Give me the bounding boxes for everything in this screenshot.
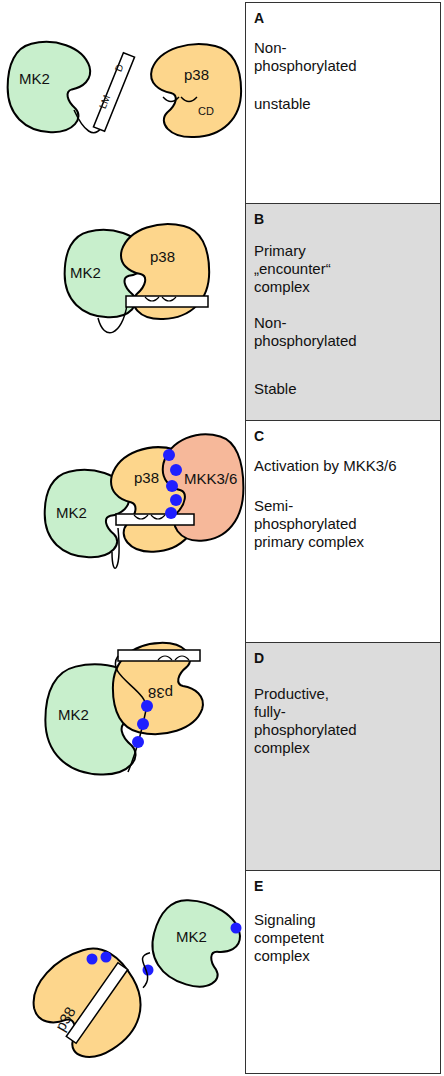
protein-label: MK2 — [58, 706, 89, 724]
protein-body — [163, 434, 244, 540]
panel-letter: B — [254, 210, 264, 228]
state-description: Productive, fully-phosphorylated complex — [254, 685, 364, 757]
panel-letter: A — [254, 9, 264, 27]
protein-label: p38 — [134, 469, 159, 487]
protein-body — [19, 934, 158, 1073]
phospho-dot — [166, 480, 178, 492]
state-cell: D Productive, fully-phosphorylated comple… — [245, 642, 441, 871]
protein-label: MK2 — [176, 928, 207, 946]
docking-groove — [145, 297, 176, 301]
panel-letter: E — [254, 877, 263, 895]
protein-body — [113, 643, 203, 734]
protein-body — [121, 224, 209, 319]
phospho-dot — [101, 952, 112, 963]
protein-label: p38 — [184, 66, 209, 84]
protein-label: MK2 — [19, 70, 50, 88]
protein-body — [143, 892, 246, 995]
linker-connector — [142, 953, 150, 988]
protein-outline — [148, 42, 244, 140]
state-description: Non-phosphorylated — [254, 314, 374, 350]
phospho-dot — [87, 954, 98, 965]
state-cell: C Activation by MKK3/6Semi-phosphorylated… — [245, 420, 441, 643]
phospho-dot — [163, 449, 175, 461]
protein-body — [151, 44, 241, 137]
protein-label: p38 — [148, 684, 173, 702]
phospho-dot — [231, 923, 242, 934]
docking-motif-bar — [126, 296, 208, 307]
phospho-dot — [170, 494, 182, 506]
state-description: unstable — [254, 95, 374, 113]
state-description: Activation by MKK3/6 — [254, 457, 429, 475]
state-description: Stable — [254, 380, 374, 398]
phospho-dot — [137, 718, 149, 730]
protein-body — [8, 42, 91, 132]
docking-groove — [134, 515, 165, 519]
state-cell: B Primary „encounter“ complexNon-phosphor… — [245, 203, 441, 421]
state-description: Primary „encounter“ complex — [254, 242, 374, 296]
state-cell: E Signaling competent complex — [245, 870, 441, 1074]
docking-motif-bar — [116, 514, 194, 525]
docking-motif-bar — [118, 650, 200, 661]
protein-shape: p38CD — [148, 42, 244, 140]
panel-letter: D — [254, 649, 264, 667]
protein-label: p38 — [150, 248, 175, 266]
protein-shape: MK2 — [150, 900, 240, 988]
state-cell: A Non-phosphorylated unstable — [245, 2, 441, 204]
state-description: Non-phosphorylated — [254, 39, 374, 75]
panel-letter: C — [254, 427, 264, 445]
phospho-dot — [141, 700, 153, 712]
protein-label: MK2 — [56, 504, 87, 522]
protein-label: MK2 — [70, 264, 101, 282]
phospho-dot — [132, 736, 144, 748]
phospho-dot — [170, 464, 182, 476]
state-description: Signaling competent complex — [254, 911, 349, 965]
protein-label: MKK3/6 — [184, 470, 237, 488]
docking-groove — [158, 656, 189, 660]
state-description: Semi-phosphorylated primary complex — [254, 497, 374, 551]
protein-label: CD — [198, 102, 214, 120]
docking-motif-bar — [93, 53, 134, 132]
phospho-dot — [165, 507, 177, 519]
